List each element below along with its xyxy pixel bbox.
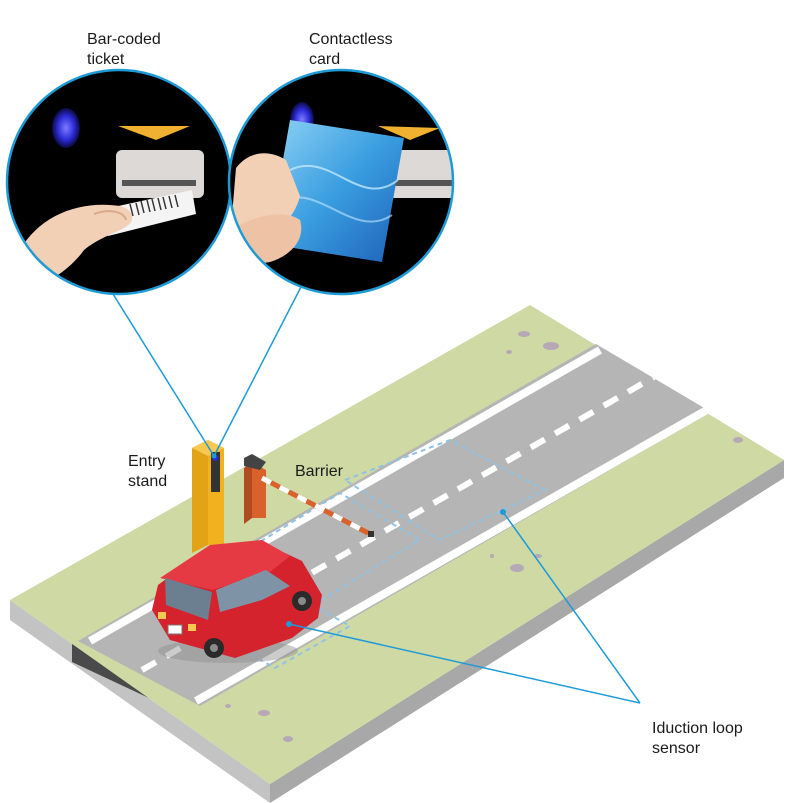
stand-point <box>211 453 217 459</box>
label-loop-line1: Iduction loop <box>652 720 743 737</box>
slab-right-side <box>270 460 784 803</box>
label-contactless-line1: Contactless <box>309 31 393 48</box>
label-induction-loop-sensor: Iduction loop sensor <box>652 719 743 759</box>
label-entry-line2: stand <box>128 473 168 490</box>
contactless-card <box>268 120 404 262</box>
road-edge-line-near <box>194 403 714 705</box>
car-front-plate <box>167 624 183 635</box>
car-roof <box>160 540 290 590</box>
barcode-ticket-icon <box>5 68 233 296</box>
car <box>152 540 322 663</box>
car-side-windows <box>216 570 290 612</box>
label-barcode-ticket: Bar-coded ticket <box>87 30 161 70</box>
stand-reader-panel <box>211 452 220 492</box>
label-entry-line1: Entry <box>128 453 166 470</box>
leader-lines <box>112 284 641 704</box>
label-contactless-card: Contactless card <box>309 30 393 70</box>
label-barcode-line2: ticket <box>87 51 125 68</box>
loop-point-near <box>286 621 292 627</box>
label-contactless-line2: card <box>309 51 341 68</box>
label-entry-stand: Entry stand <box>128 452 167 492</box>
label-loop-line2: sensor <box>652 740 701 757</box>
label-barrier: Barrier <box>295 463 344 480</box>
contactless-card-icon <box>227 68 455 296</box>
label-barcode-line1: Bar-coded <box>87 31 161 48</box>
barrier-gate <box>244 454 374 538</box>
loop-point-far <box>500 509 506 515</box>
entry-stand <box>192 440 224 553</box>
car-windshield <box>165 578 212 620</box>
